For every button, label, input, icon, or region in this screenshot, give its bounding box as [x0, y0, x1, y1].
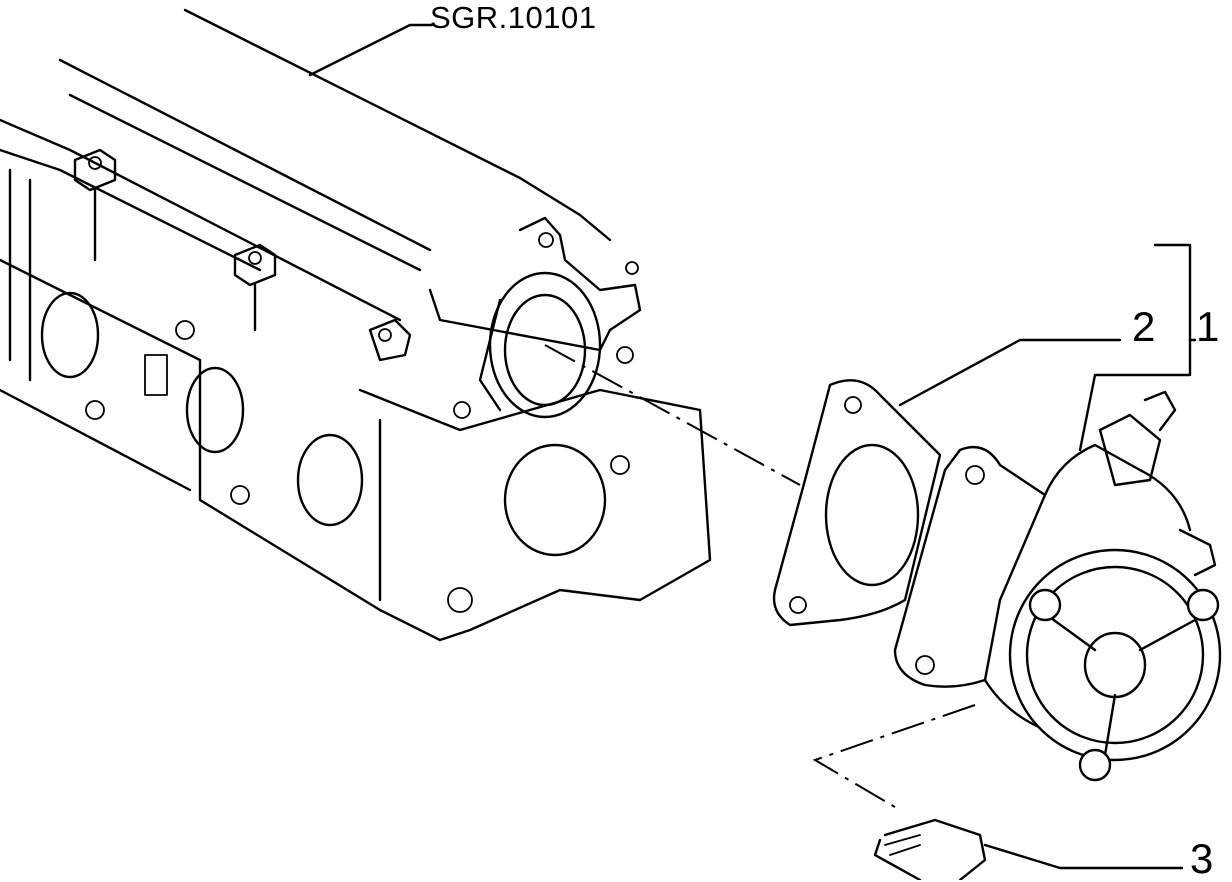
leader-line-ref-code: [308, 23, 434, 77]
gasket: [772, 379, 942, 627]
assembly-axis-line: [544, 344, 801, 486]
bolt-axis-line: [812, 704, 976, 811]
leader-line-3: [983, 843, 1184, 870]
callout-3-label: 3: [1190, 835, 1214, 882]
callout-1-label: 1: [1196, 303, 1220, 350]
callout-2-label: 2: [1132, 303, 1156, 350]
bolt: [873, 818, 987, 880]
leader-line-1-bracket: [1078, 243, 1192, 452]
reference-code-label: SGR.10101: [430, 0, 597, 35]
cylinder-head: [0, 8, 712, 642]
leader-line-2: [898, 338, 1122, 407]
vacuum-pump: [893, 390, 1222, 782]
